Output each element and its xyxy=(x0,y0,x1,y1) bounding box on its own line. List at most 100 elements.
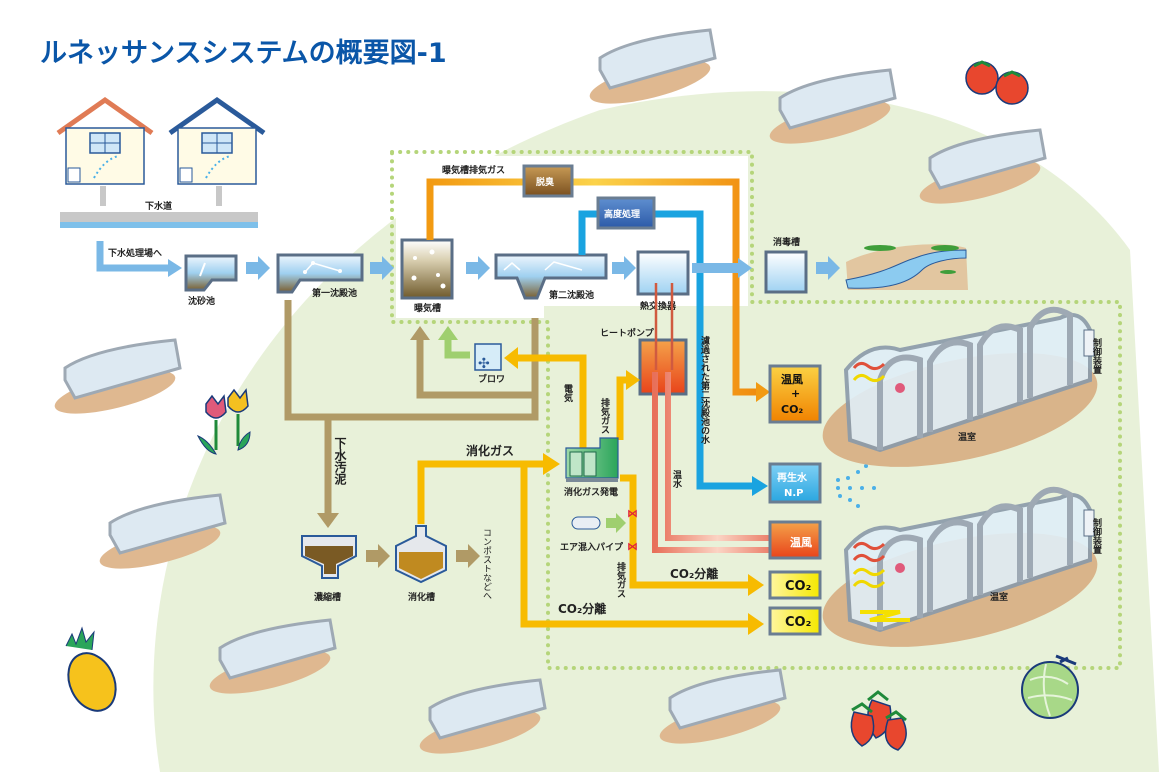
return-sludge-line xyxy=(416,338,535,399)
house-drain-1 xyxy=(100,186,106,206)
fan-icon: ✣ xyxy=(478,356,490,372)
sewage-sludge-text: 下水汚泥 xyxy=(333,437,347,486)
flow-arrow xyxy=(612,256,636,280)
air-arrow xyxy=(606,513,626,533)
sewer-water xyxy=(60,222,258,228)
flow-arrow xyxy=(466,256,490,280)
blower-air-arrowhead xyxy=(438,326,458,340)
sludge-return-line xyxy=(288,318,539,421)
greenhouse-top xyxy=(822,306,1098,467)
warm-water-label: 温水 xyxy=(671,469,682,489)
aeration-tank-label: 曝気槽 xyxy=(414,302,441,314)
filtered-water-line xyxy=(578,210,754,490)
primary-settling-label: 第一沈殿池 xyxy=(312,287,357,299)
to-compost-label: コンポストなどへ xyxy=(481,528,492,600)
small-greenhouse xyxy=(919,128,1047,204)
river xyxy=(845,244,968,290)
small-greenhouse xyxy=(659,668,787,744)
valve-icon: ⋈ xyxy=(627,540,638,553)
digester-label: 消化槽 xyxy=(408,591,435,603)
house-1 xyxy=(56,96,154,185)
heat-pump xyxy=(638,338,688,396)
air-pipe xyxy=(571,516,601,530)
filtered-water-label: 濾過された第二沈殿池の水 xyxy=(699,335,711,445)
secondary-settling-tank xyxy=(494,253,608,300)
greenhouse-bottom xyxy=(822,486,1098,647)
reclaimed-water-line2: N.P xyxy=(784,488,804,499)
co2-box-a: CO₂ xyxy=(768,570,822,600)
heat-exchanger xyxy=(636,250,690,296)
air-pipe-label: エア混入パイプ xyxy=(560,541,624,553)
sewage-sludge-label: 下水汚泥 xyxy=(333,437,347,486)
heat-exchanger-label: 熱交換器 xyxy=(640,300,677,312)
digester-tank xyxy=(395,525,447,584)
heat-pump-label: ヒートポンプ xyxy=(600,327,655,339)
electricity-arrowhead xyxy=(504,347,518,369)
strawberry-icon xyxy=(850,690,907,751)
digestion-gas-line xyxy=(417,460,545,524)
warm-air-box: 温風 xyxy=(768,520,822,560)
control-device-bottom-label: 制御装置 xyxy=(1091,517,1103,555)
flow-arrow xyxy=(370,256,394,280)
small-greenhouse-icons xyxy=(54,28,1047,754)
digestion-gas-arrowhead xyxy=(543,453,560,475)
house-drain-2 xyxy=(216,186,222,206)
pineapple-icon xyxy=(65,626,117,712)
tomato-icon xyxy=(965,60,1029,105)
disinfection-tank-label: 消毒槽 xyxy=(773,236,800,248)
tulip-icon xyxy=(196,388,251,455)
reclaimed-water-arrowhead xyxy=(752,476,768,496)
flow-arrow xyxy=(246,256,270,280)
co2-separation-line-1 xyxy=(620,474,750,589)
greenhouse-bottom-label: 温室 xyxy=(990,591,1008,603)
aeration-tank xyxy=(400,238,454,300)
co2-box-b: CO₂ xyxy=(768,606,822,636)
small-greenhouse xyxy=(419,678,547,754)
warm-air-label: 温風 xyxy=(790,535,812,549)
to-plant-label: 下水処理場へ xyxy=(108,247,162,259)
blower xyxy=(474,343,502,371)
small-greenhouse xyxy=(54,338,182,414)
co2-separation-1-label: CO₂分離 xyxy=(670,566,718,581)
exhaust-gas-arrowhead xyxy=(626,370,640,390)
sewage-sludge-arrowhead xyxy=(317,513,339,528)
gas-power-generator xyxy=(565,437,619,482)
heat-pump-refrigerant-loop xyxy=(654,283,674,370)
small-greenhouse xyxy=(99,493,227,569)
small-greenhouse xyxy=(209,618,337,694)
aeration-exhaust-gas-label: 曝気槽排気ガス xyxy=(442,164,505,176)
gas-power-label: 消化ガス発電 xyxy=(564,486,618,498)
sewer-pipe xyxy=(60,212,258,224)
co2-a-label: CO₂ xyxy=(785,579,811,594)
grit-chamber xyxy=(184,254,238,292)
flow-arrow xyxy=(816,256,840,280)
control-device-top-label: 制御装置 xyxy=(1091,337,1103,375)
warm-air-co2-line1: 温風 xyxy=(781,372,803,386)
aeration-exhaust-gas-line xyxy=(426,178,760,396)
page-title: ルネッサンスシステムの概要図-1 xyxy=(40,38,447,69)
greenhouse-top-label: 温室 xyxy=(958,431,976,443)
valve-icon: ⋈ xyxy=(627,507,638,520)
advanced-treatment-label: 高度処理 xyxy=(604,208,640,220)
sludge-arrow xyxy=(366,544,390,568)
electricity-line xyxy=(516,354,587,470)
secondary-settling-label: 第二沈殿池 xyxy=(549,289,594,301)
to-plant-flow xyxy=(96,241,170,272)
to-disinfection-arrowhead xyxy=(738,258,752,278)
co2-arrowhead-2 xyxy=(748,613,764,635)
co2-b-label: CO₂ xyxy=(785,615,811,630)
co2-arrowhead-1 xyxy=(748,574,764,596)
warm-air-co2-line3: CO₂ xyxy=(781,403,803,416)
reclaimed-water-box: 再生水 N.P xyxy=(768,462,822,504)
advanced-treatment-box xyxy=(596,196,656,230)
primary-settling-tank xyxy=(276,253,364,294)
to-plant-arrowhead xyxy=(168,259,182,277)
co2-separation-2-label: CO₂分離 xyxy=(558,601,606,616)
warm-air-co2-line2: + xyxy=(791,387,800,400)
return-sludge-arrowhead xyxy=(410,326,430,340)
electricity-label: 電気 xyxy=(562,384,573,403)
blower-label: ブロワ xyxy=(478,373,505,385)
blower-air-line xyxy=(444,338,470,359)
small-greenhouse xyxy=(589,28,717,104)
